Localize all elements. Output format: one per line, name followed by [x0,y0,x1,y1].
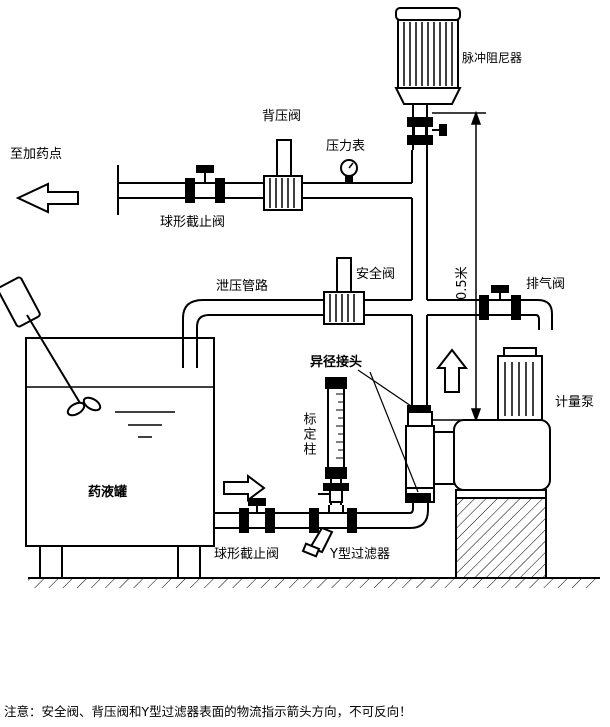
label-chemical-tank: 药液罐 [88,484,127,500]
ground [28,577,600,588]
label-safety-valve: 安全阀 [356,266,395,282]
label-y-strainer: Y型过滤器 [329,547,390,562]
outlet-flow-arrow [15,182,79,214]
label-vent-valve: 排气阀 [526,276,565,292]
label-to-dosing-point: 至加药点 [10,147,62,162]
label-calibration-column: 标定柱 [301,412,317,457]
chemical-tank [25,337,215,578]
calibration-column [318,377,349,505]
y-strainer [301,508,357,558]
suction-flow-arrow [223,474,266,502]
label-pressure-gauge: 压力表 [326,139,365,154]
label-ball-valve-top: 球形截止阀 [160,215,225,230]
upflow-arrow [435,348,469,393]
ball-valve-bottom [239,498,275,533]
label-relief-line: 泄压管路 [216,278,268,294]
dimension-marker [432,110,486,423]
label-reducer-joint: 异径接头 [310,354,362,370]
label-metering-pump: 计量泵 [555,395,594,410]
label-pulsation-damper: 脉冲阻尼器 [462,50,522,65]
warning-note: 注意：安全阀、背压阀和Y型过滤器表面的物流指示箭头方向，不可反向！ [4,704,412,719]
safety-valve [323,257,365,325]
metering-pump [405,347,551,579]
pressure-gauge [340,159,358,183]
reducer-joint [407,405,431,501]
agitator [0,276,102,417]
label-ball-valve-bottom: 球形截止阀 [214,547,279,562]
label-back-pressure-valve: 背压阀 [262,109,301,124]
vent-valve [479,285,521,320]
reducer-leader-lines [357,369,419,493]
back-pressure-valve [263,139,303,211]
ball-valve-top [185,165,225,203]
pulsation-damper [394,7,462,145]
pipework [117,100,553,529]
label-dimension: 0.5米 [455,266,470,300]
